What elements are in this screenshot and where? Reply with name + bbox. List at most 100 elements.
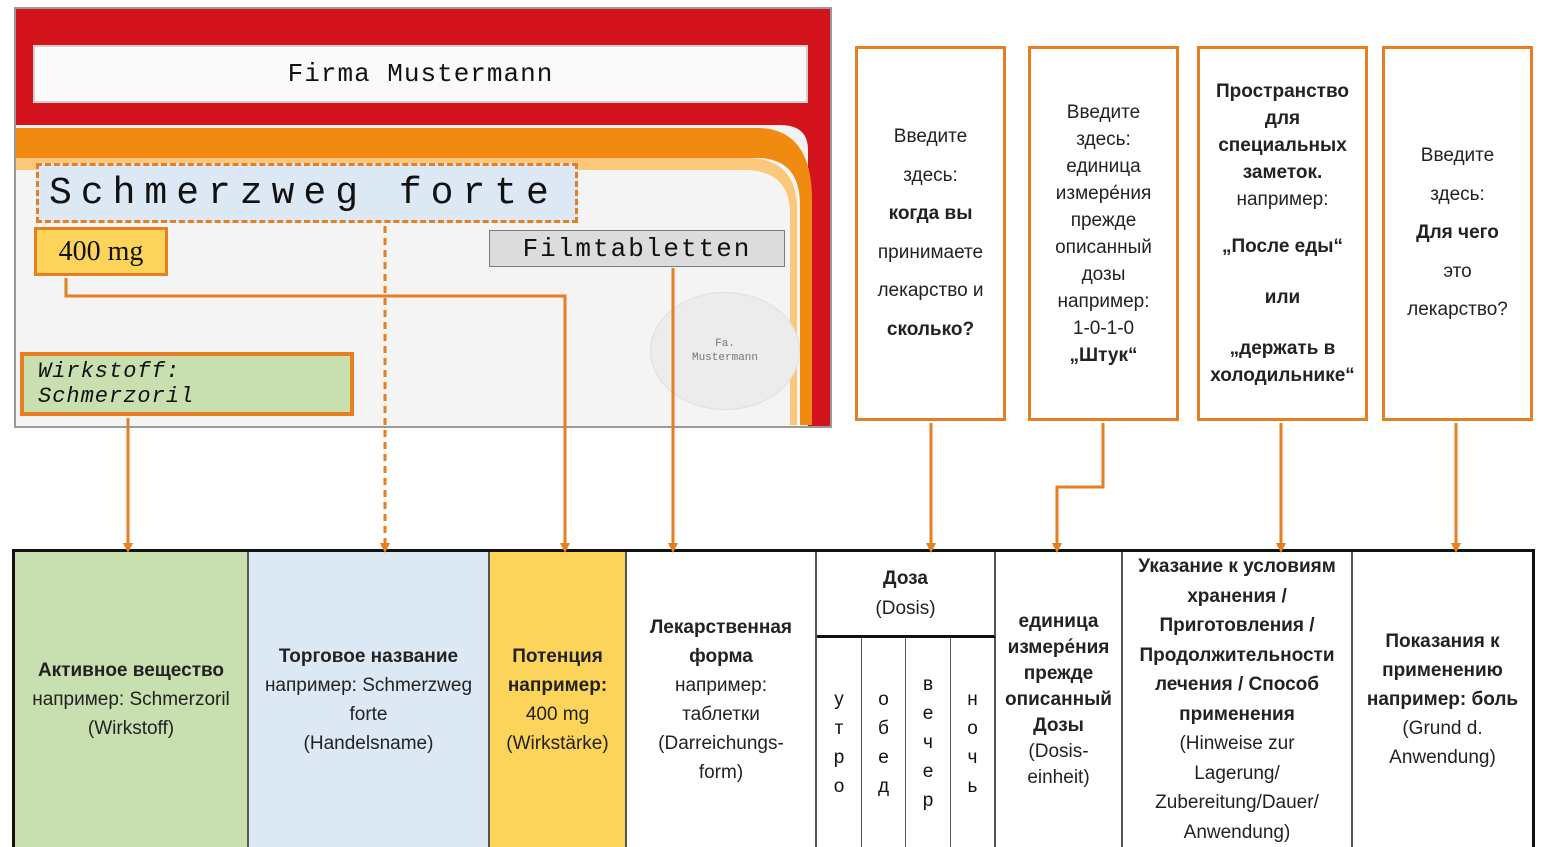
note-purpose-line: лекарство? [1407,299,1508,321]
note-special-line: „После еды“ [1221,236,1344,257]
note-unit-line: „Штук“ [1069,344,1138,366]
col-storage-line: (Hinweise zur [1179,733,1295,754]
note-unit-line: единица [1066,155,1141,177]
note-dose-line: принимаете [877,241,984,263]
col-form: Лекарственная форма например: таблетки (… [627,552,817,847]
note-dose-line: Введите [893,126,968,147]
col-storage-title: Продолжительности [1139,644,1335,666]
col-indication-line: например: боль [1366,689,1519,710]
col-form-line: form) [698,761,744,783]
col-storage-title: применения [1179,703,1295,725]
col-trade-line: forte [349,703,388,725]
col-trade-line: (Handelsname) [303,732,434,754]
firm-name: Firma Mustermann [33,45,808,103]
col-dose-sub: (Dosis) [875,597,936,619]
note-unit-line: Введите [1066,101,1141,123]
dose-time-letter: о [878,688,889,710]
dose-time-letter: ь [967,775,978,797]
label-table [12,549,1535,847]
note-special-line: „держать в [1229,338,1336,359]
dose-time-letter: в [922,674,934,695]
col-storage-title: Приготовления / [1159,615,1315,636]
note-dose-line: лекарство и [877,280,984,301]
dose-time-letter: р [833,746,845,768]
dose-time-letter: т [834,717,844,739]
col-potency-line: например: [507,674,608,696]
col-storage-title: лечения / Способ [1154,674,1320,695]
col-form-line: таблетки [682,703,760,725]
note-purpose: Введите здесь: Для чего это лекарство? [1382,46,1533,421]
dose-time-letter: у [834,688,844,710]
dosage-form-box: Filmtabletten [489,230,785,267]
note-special-line: холодильнике“ [1210,365,1355,386]
col-indication-line: Anwendung) [1389,747,1496,768]
note-special-line: Пространство [1215,81,1350,102]
dose-time-letter: б [878,717,889,739]
col-trade: Торговое название например: Schmerzweg f… [249,552,490,847]
dose-time-letter: д [877,775,890,797]
col-potency-line: (Wirkstärke) [506,732,609,754]
col-unit-title: единица [1018,610,1099,632]
col-dose-header: Доза (Dosis) [817,552,996,638]
note-special-line: специальных [1218,135,1347,156]
col-form-line: например: [674,674,767,696]
col-potency-title: Потенция [512,645,603,667]
col-active-line: (Wirkstoff) [87,718,175,739]
note-unit-line: дозы [1081,263,1126,285]
col-unit-title: прежде [1023,662,1094,684]
note-purpose-line: Для чего [1416,222,1499,244]
col-potency: Потенция например: 400 mg (Wirkstärke) [490,552,627,847]
col-trade-line: например: Schmerzweg [264,674,473,696]
col-storage-title: хранения / [1187,585,1287,607]
col-active-line: например: Schmerzoril [32,689,230,710]
note-unit-line: измере́ния [1055,182,1152,204]
note-purpose-line: это [1443,260,1472,282]
col-unit-title: описанный [1005,688,1112,710]
note-special-line: заметок. [1242,162,1323,183]
col-unit-title: Дозы [1033,714,1084,736]
dose-time-letter: н [967,688,978,710]
col-unit-line: einheit) [1027,766,1090,788]
note-special-line: или [1264,287,1301,308]
col-potency-line: 400 mg [525,703,590,725]
col-trade-title: Торговое название [278,645,459,667]
brand-name-box: Schmerzweg forte [36,163,578,223]
note-unit-line: здесь: [1076,128,1131,150]
col-storage-title: Указание к условиям [1138,556,1336,577]
company-seal: Fa. Mustermann [650,292,800,410]
arrow-unit [1052,423,1105,553]
col-unit-title: измере́ния [1007,636,1110,658]
note-dose: Введите здесь: когда вы принимаете лекар… [855,46,1006,421]
col-storage-line: Lagerung/ [1194,762,1280,784]
note-special-line: например: [1236,189,1329,210]
note-unit-line: прежде [1070,209,1137,231]
note-unit-line: 1-0-1-0 [1072,317,1135,339]
col-active-title: Активное вещество [37,660,225,681]
note-dose-line: когда вы [888,203,973,224]
note-purpose-line: здесь: [1430,183,1485,205]
dose-time-letter: ч [967,746,978,768]
dose-time-letter: о [833,775,845,797]
col-storage: Указание к условиям хранения / Приготовл… [1123,552,1353,847]
strength-box: 400 mg [34,227,168,276]
dose-time-letter: е [878,746,889,768]
col-storage-line: Zubereitung/Dauer/ [1155,792,1319,813]
note-special: Пространство для специальных заметок. на… [1197,46,1368,421]
note-dose-line: сколько? [886,318,975,340]
dose-time-letter: е [922,761,934,782]
note-unit-line: описанный [1055,236,1152,258]
col-dose-title: Доза [883,567,928,589]
col-indication: Показания к применению например: боль (G… [1353,552,1532,847]
note-unit: Введите здесь: единица измере́ния прежде… [1028,46,1179,421]
col-form-title: Лекарственная [649,616,793,638]
col-indication-title: применению [1382,660,1503,681]
col-unit: единица измере́ния прежде описанный Дозы… [996,552,1123,847]
col-unit-line: (Dosis- [1028,740,1089,762]
